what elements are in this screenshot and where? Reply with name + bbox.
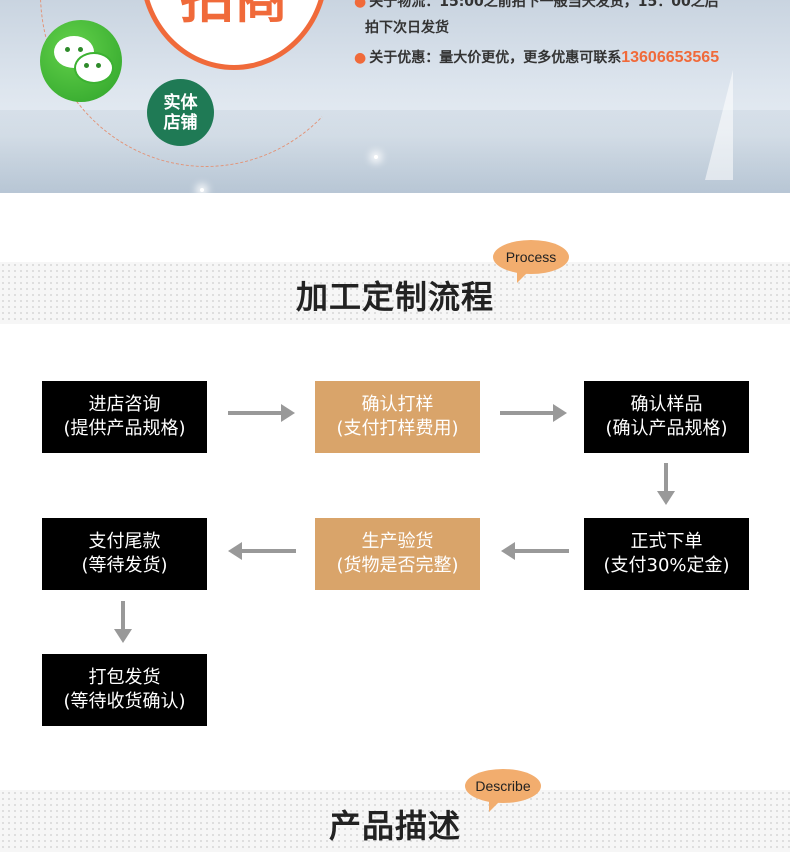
- step-consult-note: (提供产品规格): [63, 418, 186, 439]
- sailboat-decoration: [705, 70, 733, 180]
- step-production: 生产验货 (货物是否完整): [315, 518, 480, 590]
- describe-header-band: [0, 790, 790, 852]
- process-bubble: Process: [493, 240, 569, 283]
- bullet-icon: ●: [354, 50, 367, 66]
- bullet-icon: ●: [354, 0, 367, 10]
- step-order-title: 正式下单: [630, 531, 703, 552]
- arrow-left-icon: [228, 542, 296, 560]
- store-badge-line1: 实体: [163, 92, 198, 113]
- step-final-payment-title: 支付尾款: [88, 531, 161, 552]
- step-shipping-note: (等待收货确认): [63, 691, 186, 712]
- shipping-info-line: ●关于物流：15:00之前拍下一般当天发货，15：00之后: [354, 0, 719, 11]
- step-production-title: 生产验货: [361, 531, 434, 552]
- step-production-note: (货物是否完整): [336, 555, 459, 576]
- store-badge[interactable]: 实体 店铺: [147, 79, 214, 146]
- step-order: 正式下单 (支付30%定金): [584, 518, 749, 590]
- step-sample: 确认打样 (支付打样费用): [315, 381, 480, 453]
- sparkle-decoration: [200, 188, 204, 192]
- step-final-payment: 支付尾款 (等待发货): [42, 518, 207, 590]
- step-shipping: 打包发货 (等待收货确认): [42, 654, 207, 726]
- shipping-info-text-2: 拍下次日发货: [365, 20, 449, 36]
- brand-logo-text: 拍商: [145, 0, 323, 26]
- step-confirm-sample-note: (确认产品规格): [605, 418, 728, 439]
- process-section-title: 加工定制流程: [295, 278, 494, 316]
- shipping-info-line-2: 拍下次日发货: [365, 17, 449, 37]
- store-badge-line2: 店铺: [163, 112, 198, 133]
- describe-bubble: Describe: [465, 769, 541, 812]
- promo-phone[interactable]: 13606653565: [621, 49, 720, 66]
- step-shipping-title: 打包发货: [88, 667, 161, 688]
- step-order-note: (支付30%定金): [603, 555, 730, 576]
- promo-info-line: ●关于优惠：量大价更优，更多优惠可联系13606653565: [354, 47, 719, 67]
- top-banner: 拍商 实体 店铺 ●关于物流：15:00之前拍下一般当天发货，15：00之后 拍…: [0, 0, 790, 193]
- shipping-info-text: 关于物流：15:00之前拍下一般当天发货，15：00之后: [369, 0, 719, 10]
- arrow-right-icon: [228, 404, 295, 422]
- sparkle-decoration: [374, 155, 378, 159]
- step-consult-title: 进店咨询: [88, 394, 161, 415]
- promo-label: 关于优惠：量大价更优，更多优惠可联系: [369, 50, 622, 66]
- step-final-payment-note: (等待发货): [81, 555, 168, 576]
- step-sample-title: 确认打样: [361, 394, 434, 415]
- arrow-down-icon: [114, 601, 132, 643]
- step-consult: 进店咨询 (提供产品规格): [42, 381, 207, 453]
- step-confirm-sample-title: 确认样品: [630, 394, 703, 415]
- arrow-left-icon: [501, 542, 569, 560]
- process-header-band: [0, 262, 790, 324]
- wechat-icon[interactable]: [40, 20, 122, 102]
- step-sample-note: (支付打样费用): [336, 418, 459, 439]
- arrow-right-icon: [500, 404, 567, 422]
- arrow-down-icon: [657, 463, 675, 505]
- step-confirm-sample: 确认样品 (确认产品规格): [584, 381, 749, 453]
- describe-section-title: 产品描述: [328, 807, 461, 845]
